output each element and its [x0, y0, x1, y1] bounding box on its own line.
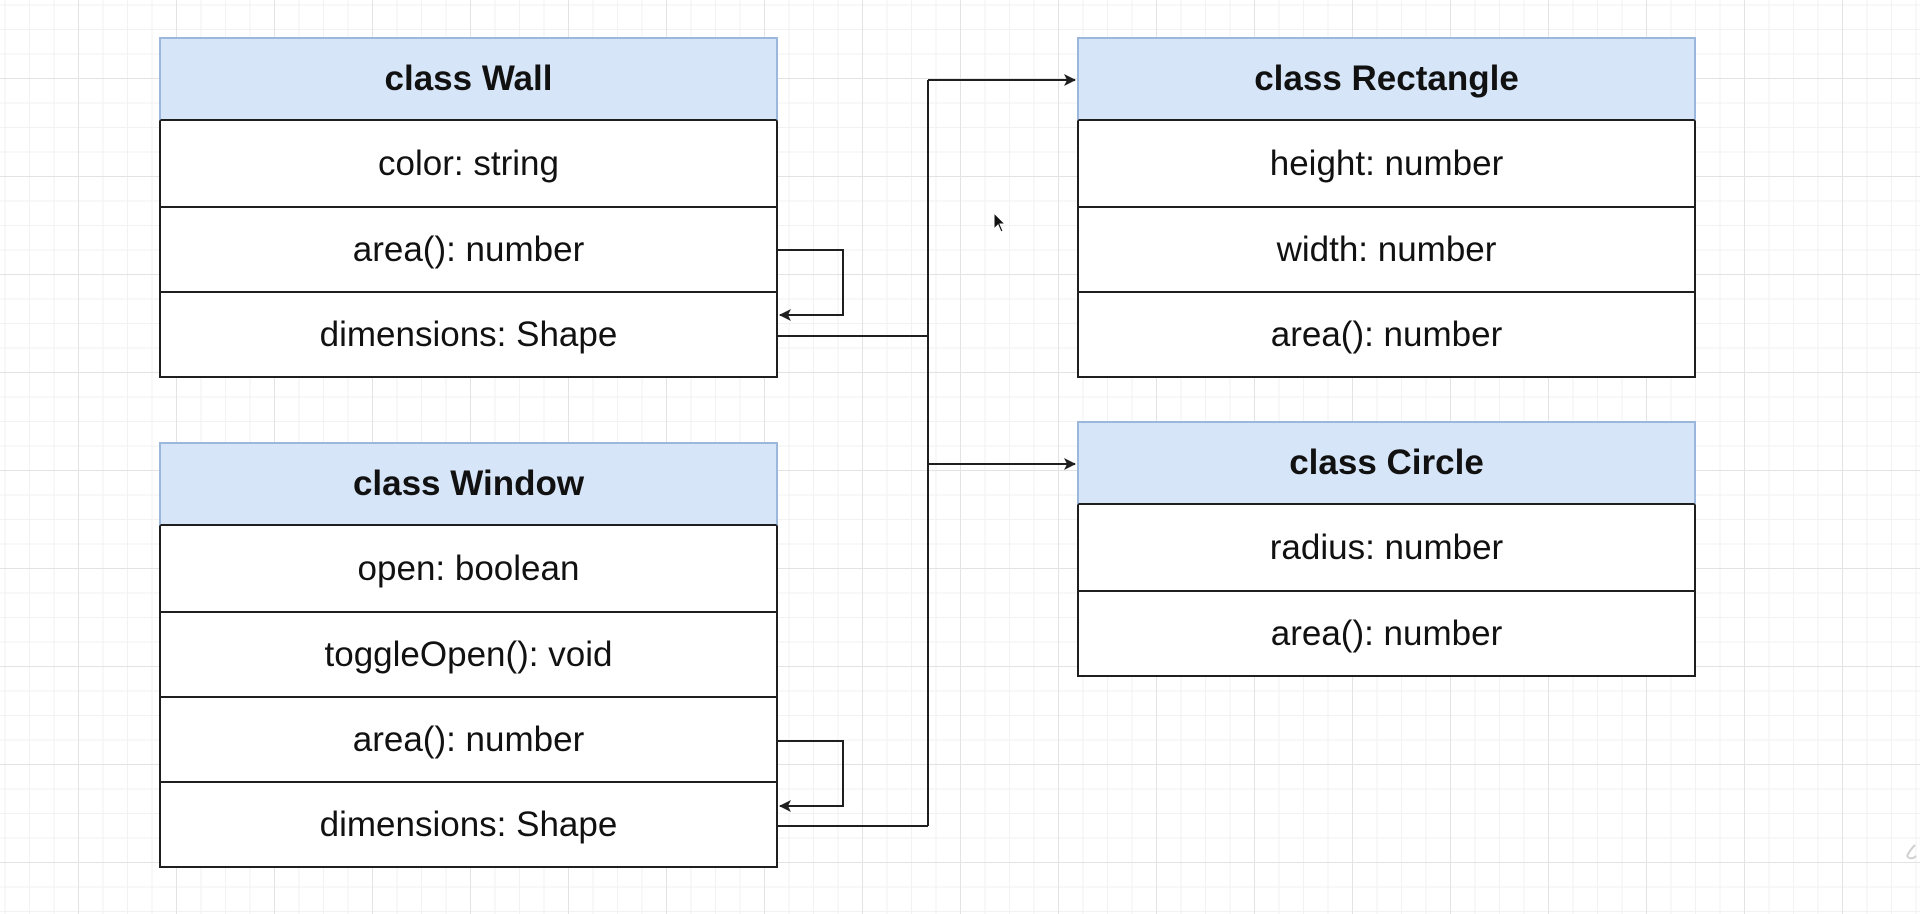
class-rectangle[interactable]: class Rectangle height: number width: nu…	[1077, 37, 1696, 378]
class-window[interactable]: class Window open: boolean toggleOpen():…	[159, 442, 778, 868]
class-window-title: class Window	[159, 442, 778, 526]
window-area-to-dimensions-arrow	[778, 740, 844, 812]
class-rectangle-title: class Rectangle	[1077, 37, 1696, 121]
wall-area-to-dimensions-arrow	[778, 249, 844, 321]
rectangle-member-width: width: number	[1079, 206, 1694, 291]
class-circle-title: class Circle	[1077, 421, 1696, 505]
circle-member-radius: radius: number	[1269, 527, 1504, 567]
mouse-pointer-icon	[993, 212, 1007, 233]
class-wall-title: class Wall	[159, 37, 778, 121]
class-wall[interactable]: class Wall color: string area(): number …	[159, 37, 778, 378]
window-member-area: area(): number	[161, 696, 776, 781]
wall-member-color: color: string	[378, 143, 559, 183]
wall-member-area: area(): number	[161, 206, 776, 291]
class-circle[interactable]: class Circle radius: number area(): numb…	[1077, 421, 1696, 677]
rectangle-member-height: height: number	[1269, 143, 1504, 183]
window-member-open: open: boolean	[357, 548, 580, 588]
wall-member-dimensions: dimensions: Shape	[161, 291, 776, 376]
window-member-dimensions: dimensions: Shape	[161, 781, 776, 866]
circle-member-area: area(): number	[1079, 590, 1694, 675]
watermark-icon	[1906, 844, 1917, 860]
window-member-toggle-open: toggleOpen(): void	[161, 611, 776, 696]
rectangle-member-area: area(): number	[1079, 291, 1694, 376]
